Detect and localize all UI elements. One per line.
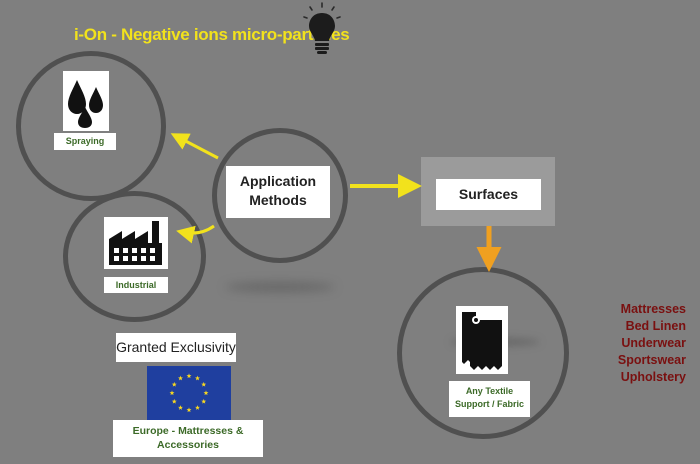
industrial-label: Industrial <box>115 280 157 290</box>
exclusivity-title: Granted Exclusivity <box>116 339 236 355</box>
water-drops-icon <box>68 80 103 128</box>
application-circle <box>212 128 348 263</box>
eu-star <box>186 373 192 379</box>
eu-star <box>195 405 200 410</box>
eu-star <box>178 405 183 410</box>
region-box <box>113 420 263 457</box>
product-item: Bed Linen <box>625 319 686 333</box>
spraying-label-box <box>54 133 116 150</box>
application-label-box <box>226 166 330 218</box>
shadow <box>225 282 335 292</box>
application-label: Application Methods <box>239 173 317 208</box>
product-item: Underwear <box>621 336 686 350</box>
eu-star <box>169 390 175 396</box>
industrial-label-box <box>104 277 168 293</box>
eu-star <box>178 375 183 381</box>
product-item: Sportswear <box>617 353 686 367</box>
arrow-to-industrial <box>176 224 215 244</box>
spraying-circle <box>16 51 166 201</box>
diagram-title: i-On - Negative ions micro-particles <box>74 25 350 44</box>
product-item: Mattresses <box>620 302 686 316</box>
eu-star <box>203 390 209 396</box>
fabric-rolls-icon <box>462 312 502 370</box>
eu-star <box>201 398 207 404</box>
lightbulb-icon <box>303 2 341 54</box>
industrial-circle <box>63 191 206 322</box>
textile-label: Any Textile Support / Fabric <box>454 386 524 409</box>
arrow-to-spraying <box>170 133 219 160</box>
exclusivity-title-box <box>116 333 236 362</box>
eu-star <box>195 375 200 381</box>
eu-flag-icon <box>147 366 231 420</box>
factory-icon <box>109 221 162 265</box>
region-label: Europe - Mattresses & Accessories <box>132 425 244 451</box>
eu-star <box>201 381 207 387</box>
eu-star <box>186 407 192 413</box>
textile-label-box <box>449 381 530 417</box>
surfaces-label <box>436 179 541 210</box>
surfaces-text: Surfaces <box>458 186 519 202</box>
eu-star <box>171 381 177 387</box>
products-list: Mattresses Bed Linen Underwear Sportswea… <box>618 301 686 386</box>
product-item: Upholstery <box>620 370 686 384</box>
spraying-label: Spraying <box>65 136 105 146</box>
eu-star <box>171 398 177 404</box>
